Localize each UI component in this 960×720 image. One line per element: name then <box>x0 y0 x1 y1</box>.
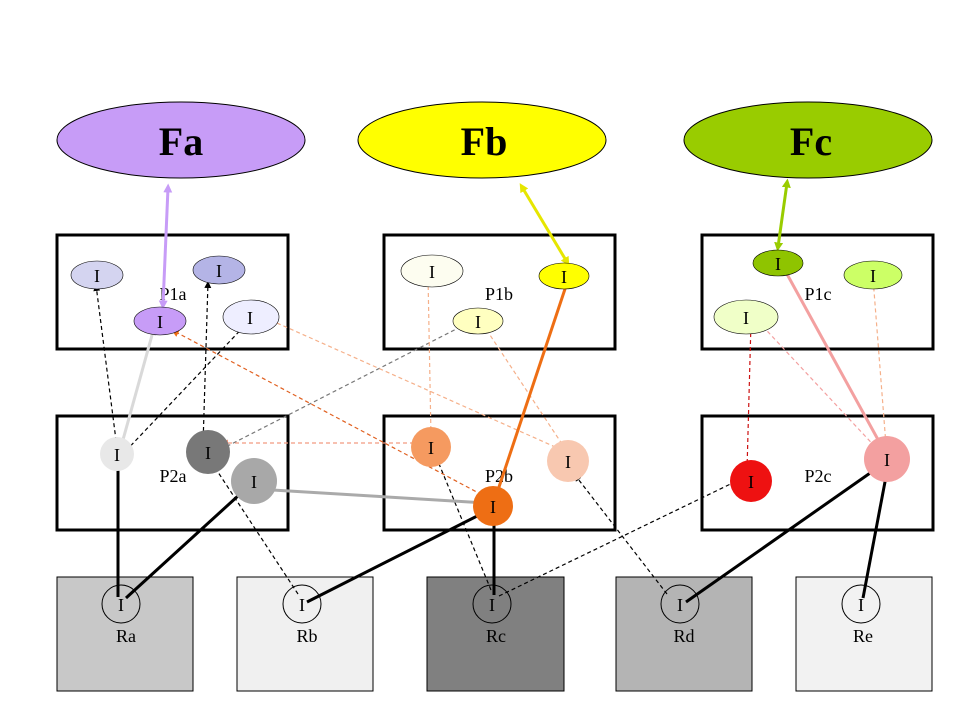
node-p2b-2-glyph: I <box>490 497 496 517</box>
edge-p2a1-to-p1a1 <box>93 284 118 449</box>
node-p2c-2-glyph: I <box>884 450 890 470</box>
node-p1a-4: I <box>222 299 280 335</box>
receptor-box-rd <box>615 576 753 692</box>
receptor-label-rb: Rb <box>296 626 317 646</box>
node-p1b-2-glyph: I <box>561 267 567 287</box>
receptor-box-rb <box>236 576 374 692</box>
feature-fb: Fb <box>357 101 607 179</box>
edge-p2a1-to-p1a3 <box>119 327 156 448</box>
node-p1a-2-glyph: I <box>216 261 222 281</box>
group-label-p1c: P1c <box>805 284 832 304</box>
feature-fa: Fa <box>56 101 306 179</box>
group-label-p2b: P2b <box>485 466 513 486</box>
node-p2a-3-glyph: I <box>251 472 257 492</box>
edge-p2c2-to-p1c1 <box>780 264 889 457</box>
node-p1c-2-glyph: I <box>870 266 876 286</box>
edge-p2b3-to-p1a4 <box>267 318 563 451</box>
edge-ra-to-p2a3 <box>124 483 252 600</box>
edge-p1c1-fc <box>774 178 791 252</box>
node-p2a-1: I <box>100 437 134 471</box>
node-p2a-1-glyph: I <box>114 445 120 465</box>
node-p1b-2: I <box>538 262 590 290</box>
node-p2b-2: I <box>473 486 513 526</box>
node-rc: I <box>472 584 512 624</box>
node-p1a-3: I <box>133 306 187 336</box>
node-p1b-1-glyph: I <box>429 262 435 282</box>
edge-p1b2-fb <box>519 183 570 266</box>
node-p2b-1-glyph: I <box>428 438 434 458</box>
edge-p2c1-to-p1c3 <box>746 321 755 471</box>
node-p1b-1: I <box>400 254 464 288</box>
edge-p2c2-to-p1c3 <box>754 317 881 453</box>
edge-p2b1-to-p1b1 <box>424 275 432 438</box>
edge-rb-to-p2b2 <box>306 507 492 604</box>
receptor-label-rd: Rd <box>673 626 694 646</box>
node-rb: I <box>282 584 322 624</box>
node-p2b-3-glyph: I <box>565 452 571 472</box>
receptor-label-rc: Rc <box>486 626 506 646</box>
group-label-p1b: P1b <box>485 284 513 304</box>
node-p2a-3: I <box>231 458 277 504</box>
edge-rc-to-p2b1 <box>436 458 492 591</box>
node-p1a-1-glyph: I <box>94 266 100 286</box>
edge-re-to-p2c2 <box>861 465 891 599</box>
edge-p2a2-to-p1a2 <box>202 281 212 446</box>
node-ra-glyph: I <box>118 595 124 615</box>
node-rd-glyph: I <box>677 595 683 615</box>
node-p2c-1-glyph: I <box>748 472 754 492</box>
edge-rd-to-p2c2 <box>685 462 884 604</box>
edge-p2b2-to-p1b2 <box>491 279 570 506</box>
edge-p2b3-to-p1b3 <box>483 325 567 451</box>
feature-fc-label: Fc <box>790 119 832 164</box>
edge-p1a3-fa <box>158 183 173 310</box>
edge-rd-to-p2b3 <box>574 474 668 595</box>
node-p1a-4-glyph: I <box>247 308 253 328</box>
edge-p2a1-to-p1a4 <box>120 319 251 457</box>
node-rc-glyph: I <box>489 595 495 615</box>
edge-rc-to-p2c1 <box>498 476 746 597</box>
node-p1c-1: I <box>752 249 804 277</box>
receptor-box-rc <box>426 576 565 692</box>
node-p2c-2: I <box>864 436 910 482</box>
feature-fa-label: Fa <box>159 119 203 164</box>
node-p2a-2-glyph: I <box>205 443 211 463</box>
receptor-label-re: Re <box>853 626 873 646</box>
node-p1c-2: I <box>843 260 903 290</box>
node-p1a-3-glyph: I <box>157 312 163 332</box>
edge-p2a2-to-p1b3 <box>207 321 471 457</box>
node-p1c-3-glyph: I <box>743 308 749 328</box>
node-p1b-3: I <box>452 307 504 335</box>
node-p1a-2: I <box>192 255 246 285</box>
feature-fb-label: Fb <box>461 119 508 164</box>
group-label-p2a: P2a <box>160 466 187 486</box>
group-label-p2c: P2c <box>805 466 832 486</box>
edge-p2a3-to-p2b2 <box>255 487 487 507</box>
node-ra: I <box>101 584 141 624</box>
node-p1c-3: I <box>713 299 779 335</box>
edge-p2b2-to-p1a3 <box>171 329 489 499</box>
edge-rb-to-p2a2 <box>209 459 299 595</box>
node-rb-glyph: I <box>299 595 305 615</box>
feature-fc: Fc <box>683 101 933 179</box>
node-p1c-1-glyph: I <box>775 254 781 274</box>
node-p1a-1: I <box>70 260 124 290</box>
node-rd: I <box>660 584 700 624</box>
node-p2c-1: I <box>730 460 772 502</box>
node-p2a-2: I <box>186 430 230 474</box>
receptor-label-ra: Ra <box>116 626 136 646</box>
node-p2b-1: I <box>411 427 451 467</box>
node-p1b-3-glyph: I <box>475 312 481 332</box>
node-re: I <box>841 584 881 624</box>
receptor-box-ra <box>56 576 194 692</box>
node-p2b-3: I <box>547 440 589 482</box>
node-re-glyph: I <box>858 595 864 615</box>
